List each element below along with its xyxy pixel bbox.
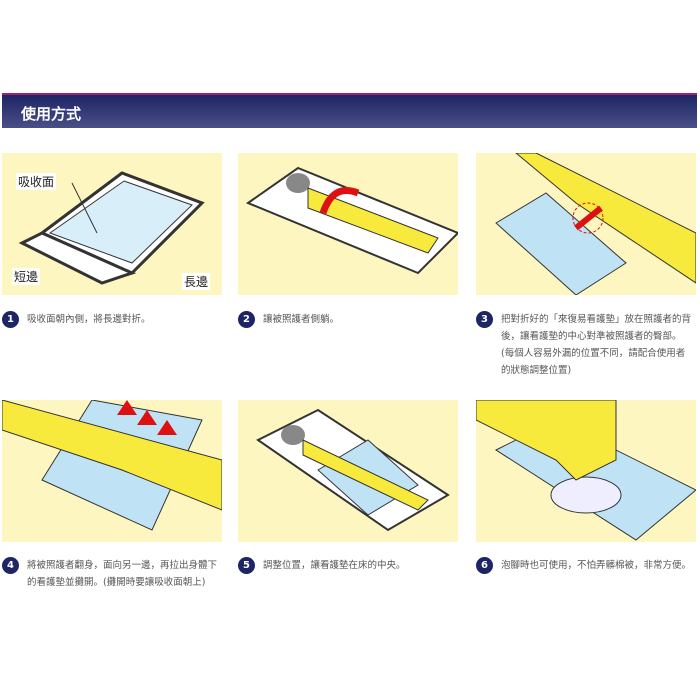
step-2: 2 讓被照護者側躺。	[238, 311, 453, 328]
step-4: 4 將被照護者翻身，面向另一邊，再拉出身體下的看護墊並攤開。(攤開時要讓吸收面朝上…	[2, 557, 217, 591]
step-text: 把對折好的「來復易看護墊」放在照護者的背後，讓看護墊的中心對準被照護者的臀部。(…	[501, 314, 692, 376]
step-text: 將被照護者翻身，面向另一邊，再拉出身體下的看護墊並攤開。(攤開時要讓吸收面朝上)	[27, 560, 218, 588]
illustration-step-2	[238, 153, 458, 295]
label-long-edge: 長邊	[182, 273, 211, 290]
step-number-badge: 4	[2, 557, 19, 574]
step-number-badge: 5	[238, 557, 255, 574]
illustration-step-4	[2, 400, 222, 542]
step-text: 泡腳時也可使用，不怕弄髒棉被，非常方便。	[501, 560, 692, 571]
illustration-step-5	[238, 400, 458, 542]
label-absorb-surface: 吸收面	[16, 173, 57, 190]
step-3: 3 把對折好的「來復易看護墊」放在照護者的背後，讓看護墊的中心對準被照護者的臀部。…	[476, 311, 691, 379]
step-text: 吸收面朝內側，將長邊對折。	[27, 314, 151, 325]
step-number-badge: 2	[238, 311, 255, 328]
step-number-badge: 6	[476, 557, 493, 574]
step-text: 調整位置，讓看護墊在床的中央。	[263, 560, 406, 571]
illustration-step-1: 吸收面 短邊 長邊	[2, 153, 222, 295]
illustration-step-3	[476, 153, 696, 295]
step-5: 5 調整位置，讓看護墊在床的中央。	[238, 557, 453, 574]
step-text: 讓被照護者側躺。	[263, 314, 340, 325]
step-6: 6 泡腳時也可使用，不怕弄髒棉被，非常方便。	[476, 557, 691, 574]
section-header: 使用方式	[2, 93, 697, 128]
section-title: 使用方式	[21, 105, 82, 123]
illustration-step-6	[476, 400, 696, 542]
step-number-badge: 1	[2, 311, 19, 328]
step-number-badge: 3	[476, 311, 493, 328]
label-short-edge: 短邊	[12, 268, 41, 285]
step-1: 1 吸收面朝內側，將長邊對折。	[2, 311, 217, 328]
